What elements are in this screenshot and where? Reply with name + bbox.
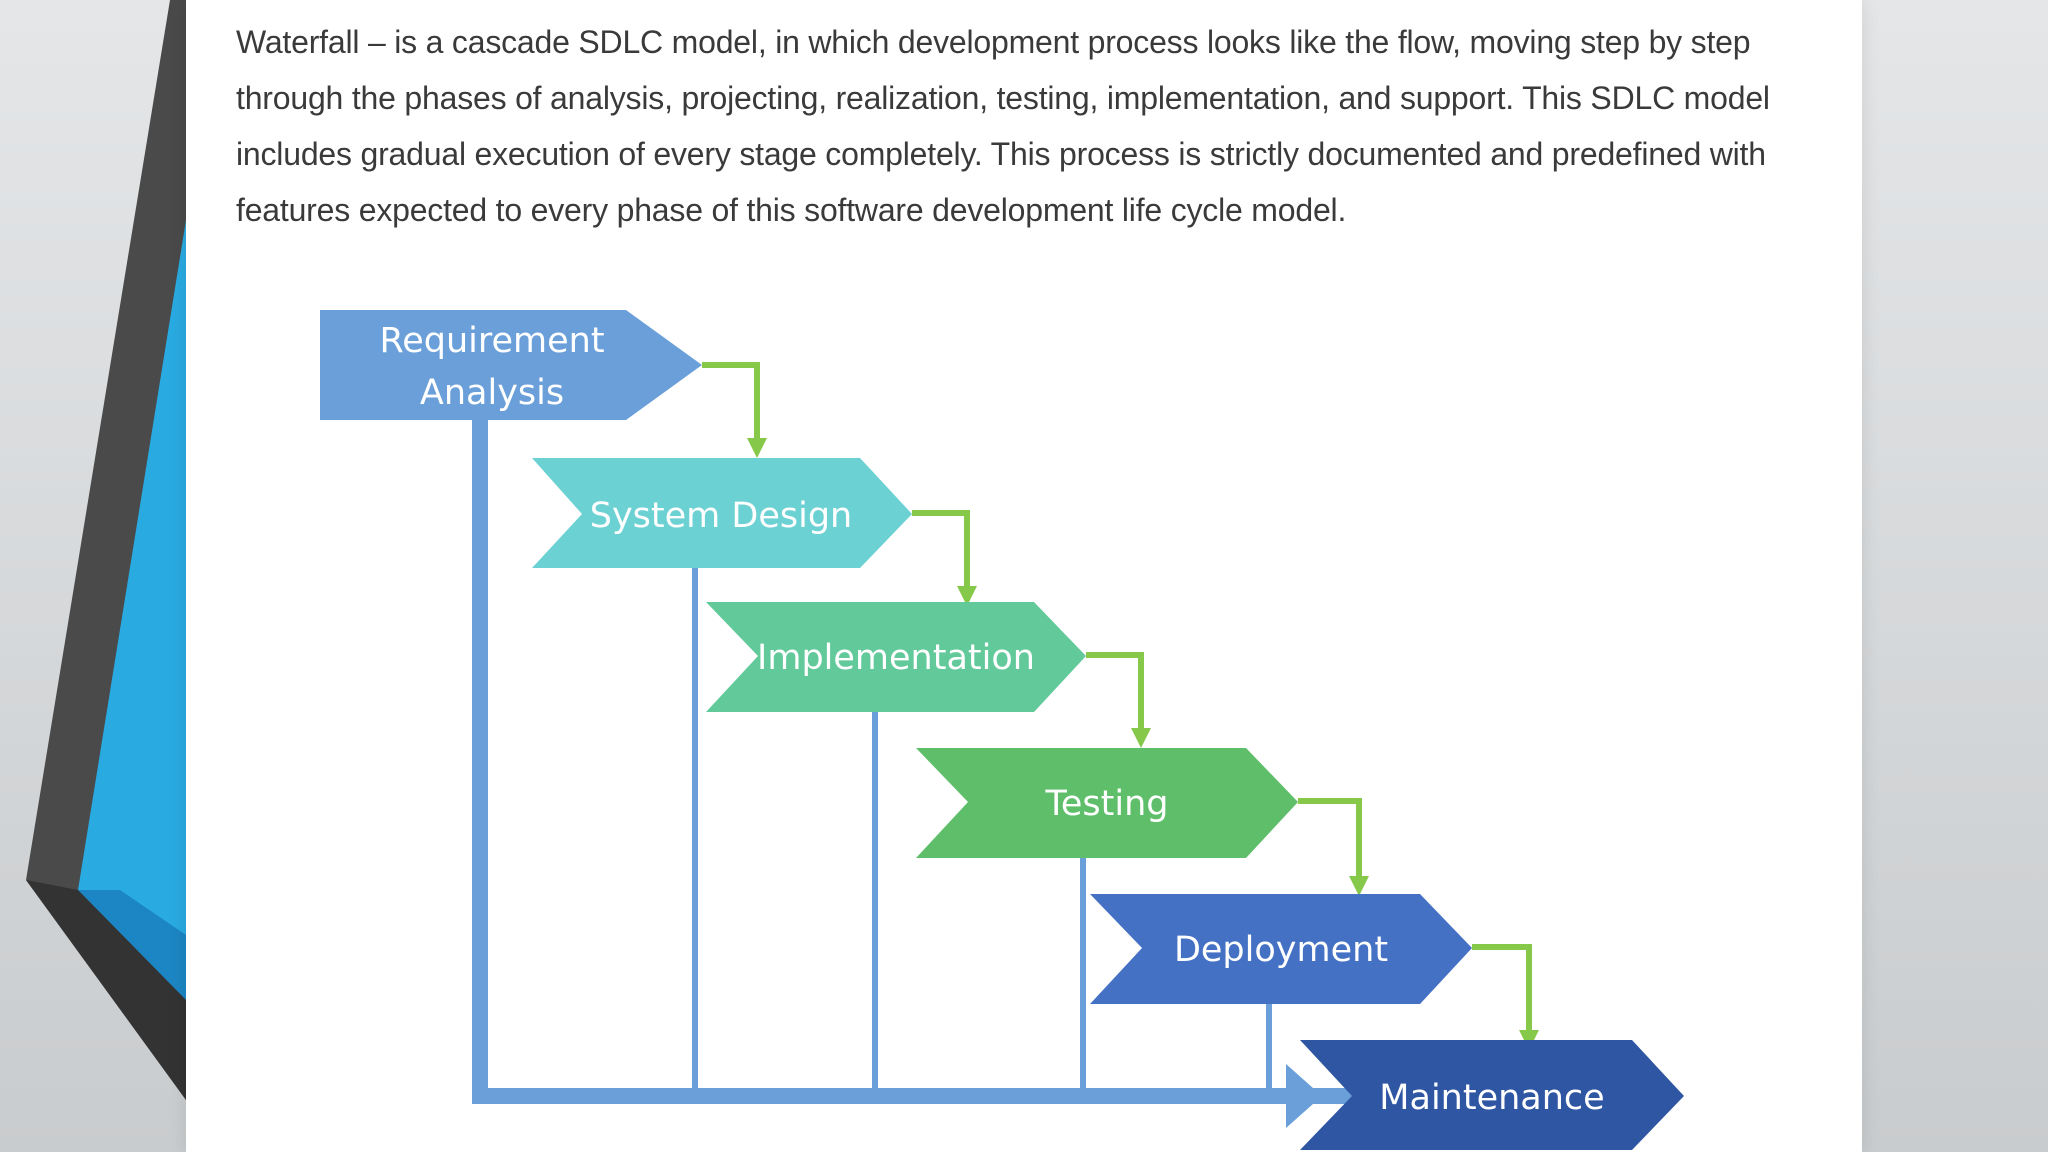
- stage-label-line2: Analysis: [420, 373, 564, 413]
- stage-shape: [1300, 1040, 1684, 1150]
- stage-requirement-analysis: Requirement Analysis: [320, 310, 702, 420]
- stage-label: Testing: [1044, 784, 1168, 824]
- feedback-line-deployment: [1266, 1004, 1272, 1088]
- flow-arrow-1: [702, 362, 767, 458]
- stage-label: Implementation: [757, 638, 1035, 678]
- flow-arrow-5: [1472, 944, 1539, 1050]
- feedback-line-design: [692, 568, 698, 1088]
- stage-system-design: System Design: [532, 458, 912, 568]
- feedback-arrowhead: [1286, 1064, 1322, 1128]
- stage-shape: [532, 458, 912, 568]
- feedback-main-line: [472, 1088, 1472, 1104]
- stage-maintenance: Maintenance: [1300, 1040, 1684, 1150]
- waterfall-diagram: Requirement Analysis System Design Imple…: [320, 310, 1684, 1150]
- feedback-line-analysis: [472, 420, 488, 1104]
- stage-shape: [916, 748, 1298, 858]
- stage-label: Maintenance: [1379, 1078, 1604, 1118]
- flow-arrow-4: [1298, 798, 1369, 896]
- flow-arrow-2: [912, 510, 977, 606]
- feedback-line-testing: [1080, 858, 1086, 1088]
- stage-label-line1: Requirement: [379, 321, 604, 361]
- decor-blue-stripe: [78, 220, 186, 1000]
- feedback-line-implementation: [872, 712, 878, 1088]
- stage-testing: Testing: [916, 748, 1298, 858]
- decor-dark-base: [26, 880, 186, 1100]
- stage-shape: [320, 310, 702, 420]
- stage-implementation: Implementation: [706, 602, 1086, 712]
- stage-shape: [1090, 894, 1472, 1004]
- description-text: Waterfall – is a cascade SDLC model, in …: [236, 24, 1770, 228]
- flow-arrows: [702, 362, 1539, 1050]
- flow-arrow-3: [1086, 652, 1151, 748]
- stage-label: System Design: [590, 496, 852, 536]
- feedback-lines: [472, 420, 1472, 1128]
- stage-deployment: Deployment: [1090, 894, 1472, 1004]
- stage-shape: [706, 602, 1086, 712]
- content-panel: Waterfall – is a cascade SDLC model, in …: [186, 0, 1862, 1152]
- stage-label: Deployment: [1174, 930, 1388, 970]
